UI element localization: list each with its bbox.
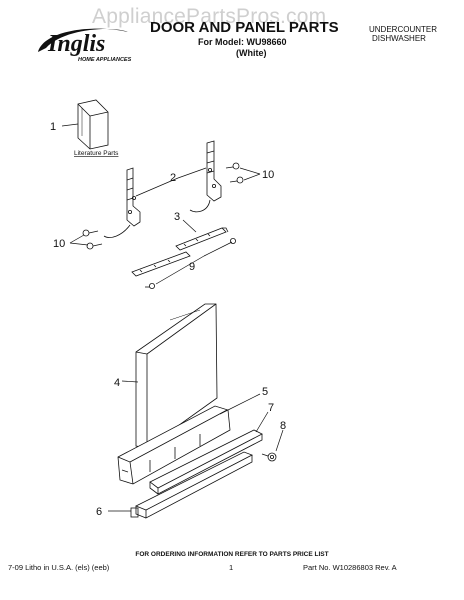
screw-set-left xyxy=(82,229,103,250)
callout-10-right: 10 xyxy=(262,169,274,181)
outer-door-panel xyxy=(135,303,218,449)
exploded-parts-diagram: Literature Parts xyxy=(50,99,286,519)
part-number: Part No. W10286803 Rev. A xyxy=(303,563,397,572)
hinge-rail xyxy=(175,227,229,251)
page-number: 1 xyxy=(229,563,234,572)
color-line: (White) xyxy=(236,48,267,58)
callout-6: 6 xyxy=(96,506,102,518)
model-line: For Model: WU98660 xyxy=(198,37,287,47)
callout-numbers: 1 2 3 4 5 6 7 8 9 10 10 xyxy=(50,121,286,518)
brand-name: Inglis xyxy=(47,31,105,57)
left-hinge-bracket xyxy=(103,167,141,238)
ordering-notice: FOR ORDERING INFORMATION REFER TO PARTS … xyxy=(135,551,329,558)
screw-set-right xyxy=(225,162,244,184)
toe-panel xyxy=(130,451,253,519)
category-line-2: DISHWASHER xyxy=(372,34,426,43)
lower-panel xyxy=(117,405,231,485)
kick-plate xyxy=(149,429,263,495)
callout-5: 5 xyxy=(262,386,268,398)
leader-lines xyxy=(61,123,284,512)
right-hinge-bracket xyxy=(189,140,222,213)
category-line-1: UNDERCOUNTER xyxy=(369,25,437,34)
callout-1: 1 xyxy=(50,121,56,133)
brand-logo: Inglis HOME APPLIANCES xyxy=(38,28,132,63)
brand-tagline: HOME APPLIANCES xyxy=(78,57,132,63)
callout-10-left: 10 xyxy=(53,238,65,250)
callout-3: 3 xyxy=(174,211,180,223)
callout-8: 8 xyxy=(280,420,286,432)
page-title: DOOR AND PANEL PARTS xyxy=(150,19,339,36)
literature-label: Literature Parts xyxy=(74,150,119,157)
callout-4: 4 xyxy=(114,377,120,389)
watermark: AppliancePartsPros.com xyxy=(92,5,327,28)
footer-litho: 7-09 Litho in U.S.A. (els) (eeb) xyxy=(8,563,110,572)
callout-2: 2 xyxy=(170,172,176,184)
callout-9: 9 xyxy=(189,261,195,273)
nut-fastener xyxy=(261,452,277,462)
lower-rail xyxy=(131,237,236,289)
callout-7: 7 xyxy=(268,402,274,414)
literature-parts-booklet xyxy=(77,99,109,150)
